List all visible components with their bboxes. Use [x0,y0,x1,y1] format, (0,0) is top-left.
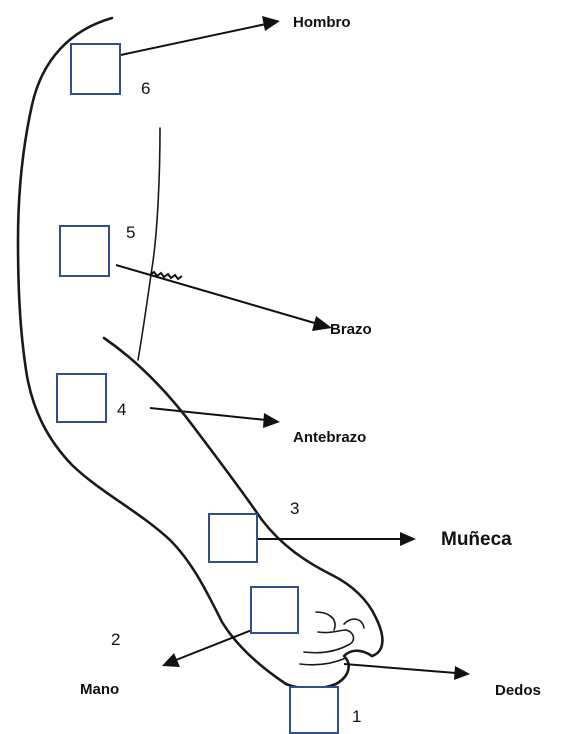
finger-line-1 [299,657,347,666]
number-2: 2 [111,630,120,649]
answer-box-4[interactable] [56,373,107,423]
label-brazo: Brazo [330,321,372,338]
label-mano: Mano [80,681,119,698]
number-4: 4 [117,400,126,419]
label-hombro: Hombro [293,14,351,31]
arm-outline [16,16,384,690]
arm-outer-contour [16,16,288,686]
answer-boxes [56,43,339,734]
label-dedos: Dedos [495,682,541,699]
number-labels: 6 5 4 3 2 1 [111,79,361,726]
arrowhead-brazo [312,316,332,331]
knuckle-line [343,618,365,629]
number-3: 3 [290,499,299,518]
arrowhead-muneca [400,532,416,546]
pointer-line-brazo-texture [149,270,183,281]
arrowhead-dedos [454,666,470,680]
pointer-line-antebrazo [149,407,267,421]
thumb-line [315,611,336,631]
part-labels: Hombro Brazo Antebrazo Muñeca Mano Dedos [80,14,541,699]
pointer-line-dedos [343,663,457,674]
arrowhead-hombro [262,16,280,31]
finger-line-3 [317,629,347,634]
number-1: 1 [352,707,361,726]
finger-line-2 [303,629,355,654]
forearm-upper-contour [102,336,384,658]
label-muneca: Muñeca [441,529,512,550]
hand-contour [284,649,374,690]
arm-inner-line [137,127,161,361]
answer-box-3[interactable] [208,513,258,563]
answer-box-6[interactable] [70,43,121,95]
answer-box-2[interactable] [250,586,299,634]
pointer-line-hombro [115,23,267,57]
arrowhead-antebrazo [263,413,280,428]
label-antebrazo: Antebrazo [293,429,366,446]
arrowhead-mano [162,653,180,667]
number-5: 5 [126,223,135,242]
number-6: 6 [141,79,150,98]
answer-box-1[interactable] [289,686,339,734]
pointer-arrows [115,16,470,680]
answer-box-5[interactable] [59,225,110,277]
pointer-line-mano [175,625,263,661]
pointer-line-brazo [115,264,319,325]
